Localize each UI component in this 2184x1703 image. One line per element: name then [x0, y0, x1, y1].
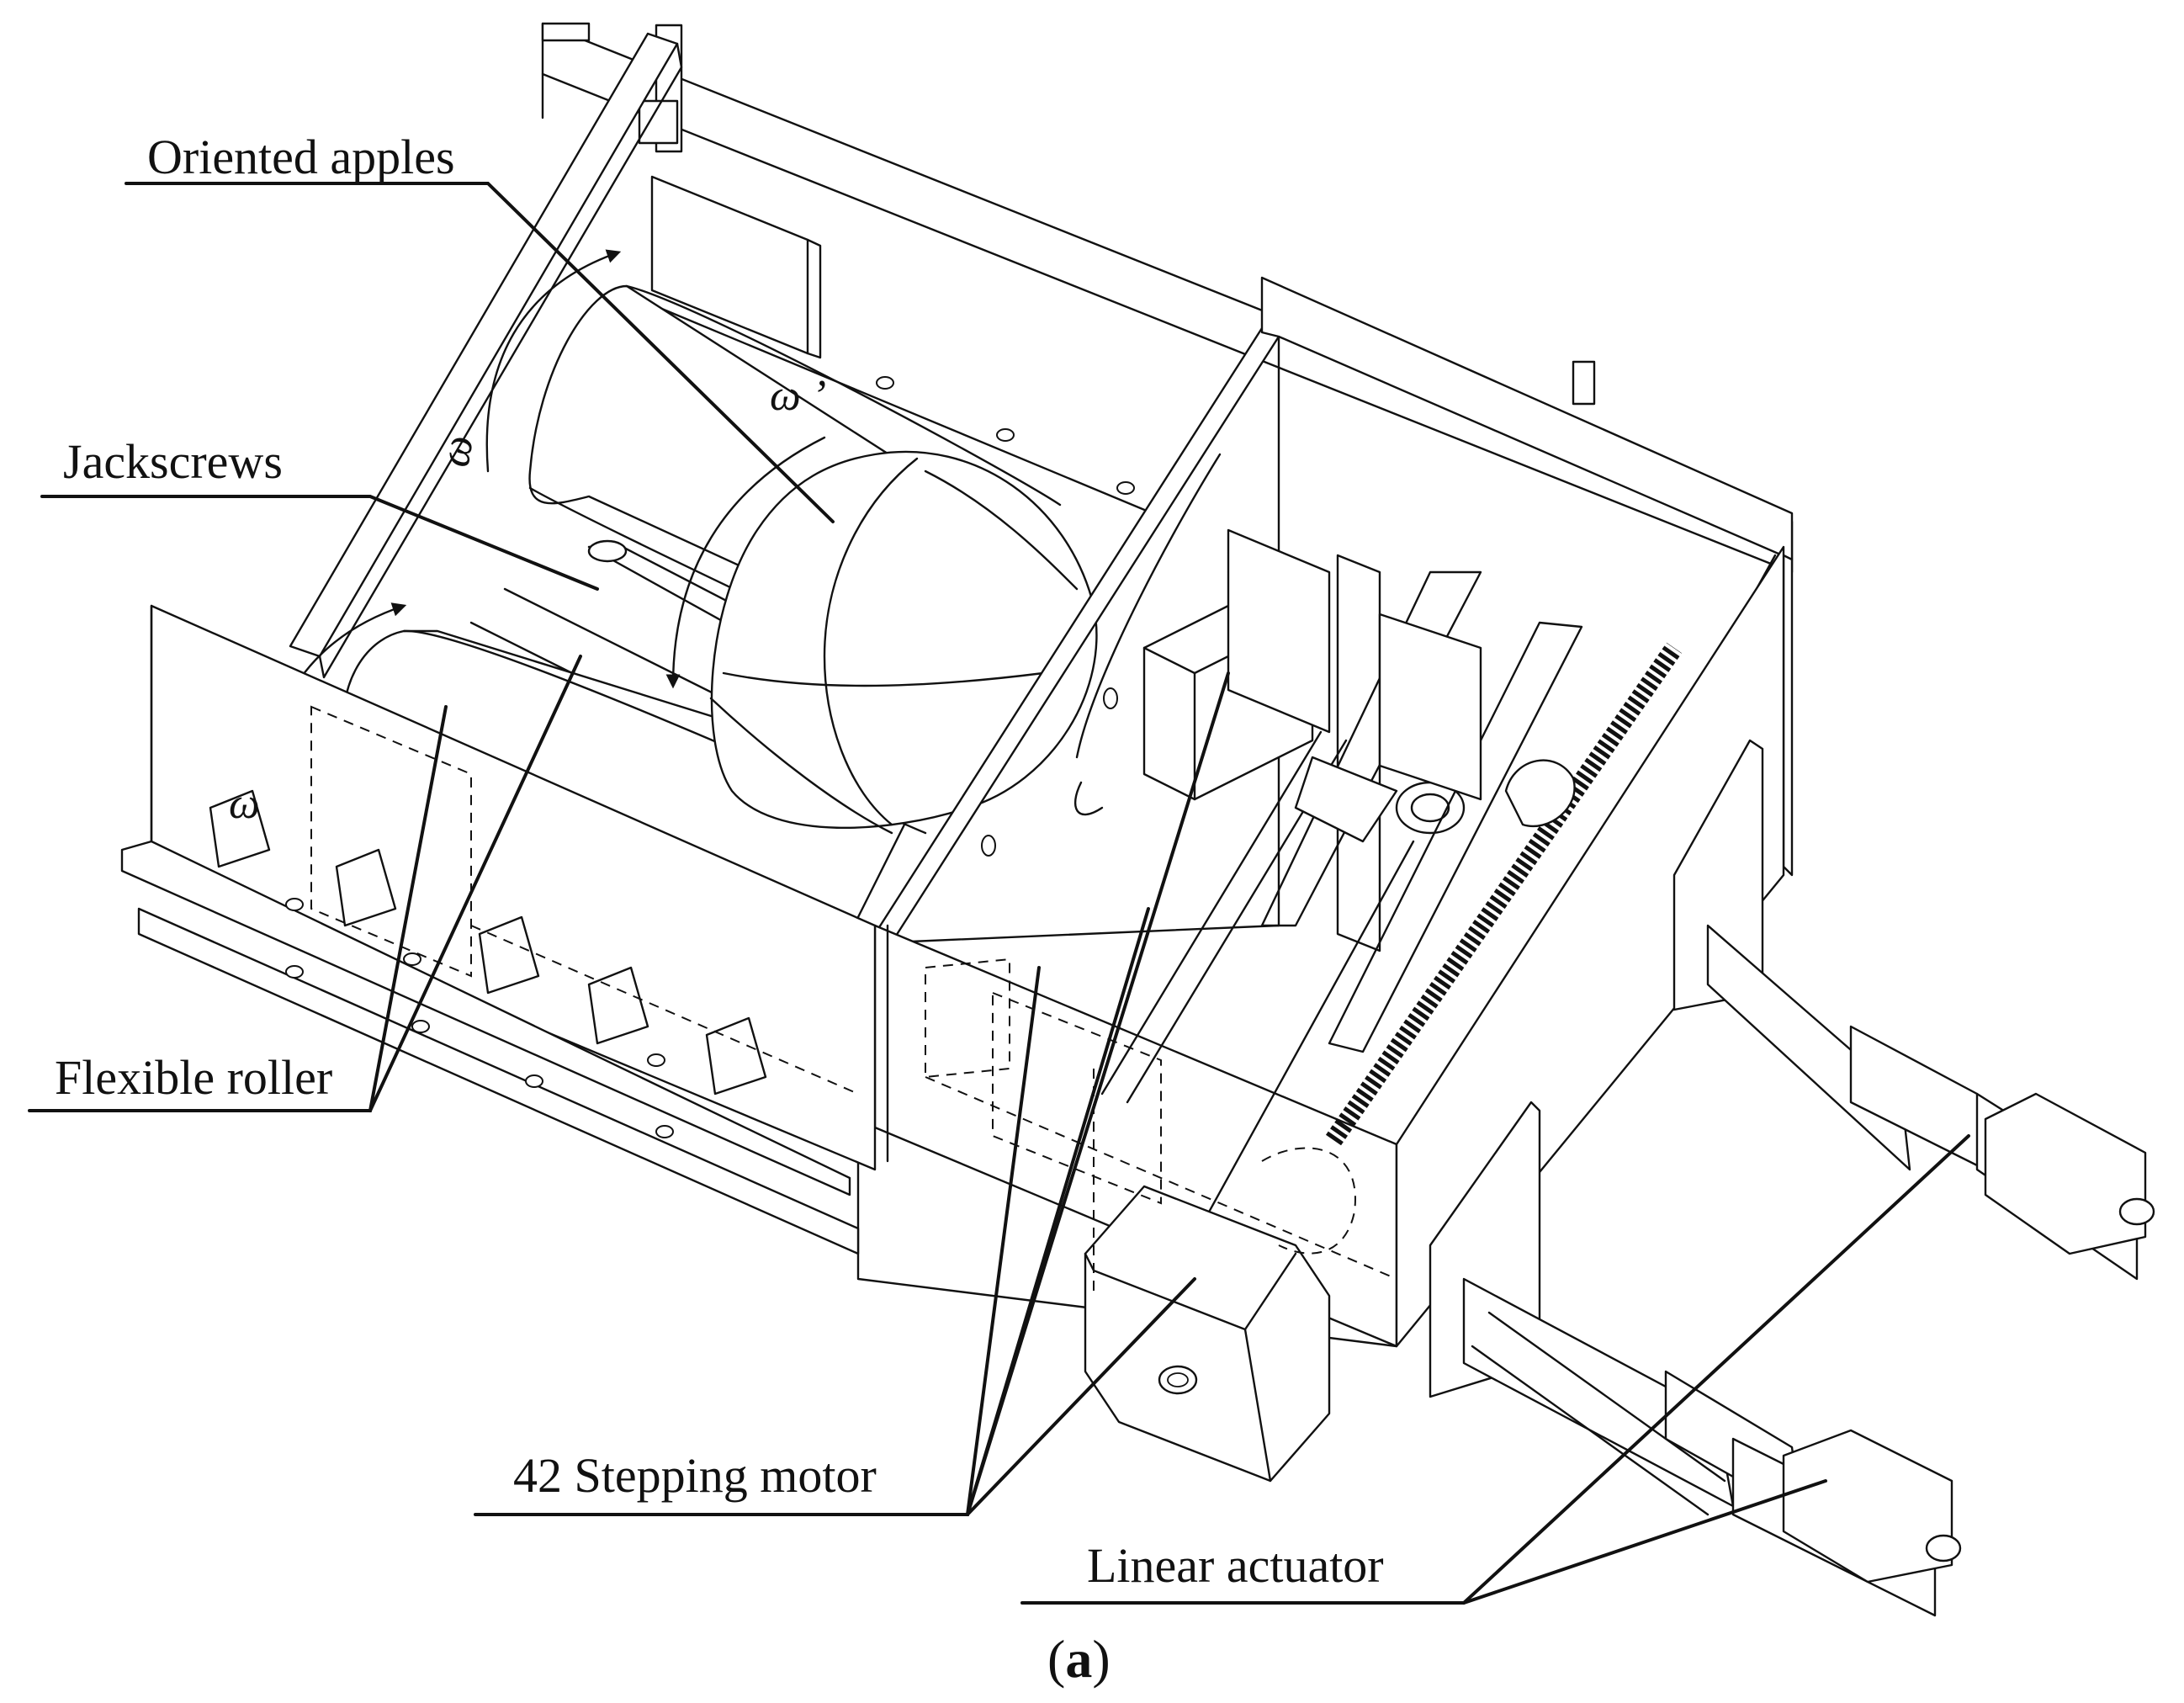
- lower-stepping-motor: [1084, 1147, 1356, 1483]
- actuator-arm-lower: [1429, 1101, 1962, 1617]
- slider-block: [1294, 613, 1482, 843]
- omega-prime-symbol: ω ’: [770, 372, 827, 420]
- omega-lower-symbol: ω: [229, 780, 260, 828]
- actuator-arm-upper: [1672, 739, 2155, 1281]
- leader-lines: [28, 182, 1970, 1605]
- label-oriented-apples: Oriented apples: [147, 130, 455, 184]
- oriented-apple: [709, 450, 1098, 835]
- caption-close-paren: ): [1092, 1629, 1111, 1689]
- caption-open-paren: (: [1047, 1629, 1066, 1689]
- label-flexible-roller: Flexible roller: [55, 1050, 333, 1105]
- lead-screw: [1325, 642, 1683, 1146]
- label-jackscrews: Jackscrews: [63, 434, 283, 489]
- figure-caption: (a): [1047, 1632, 1111, 1686]
- caption-letter: a: [1065, 1629, 1093, 1689]
- rear-rail-holes: [876, 376, 1135, 495]
- label-stepping-motor: 42 Stepping motor: [513, 1448, 877, 1503]
- label-linear-actuator: Linear actuator: [1087, 1538, 1384, 1593]
- upper-stepping-motor: [1142, 528, 1381, 952]
- front-tray: [120, 604, 877, 1255]
